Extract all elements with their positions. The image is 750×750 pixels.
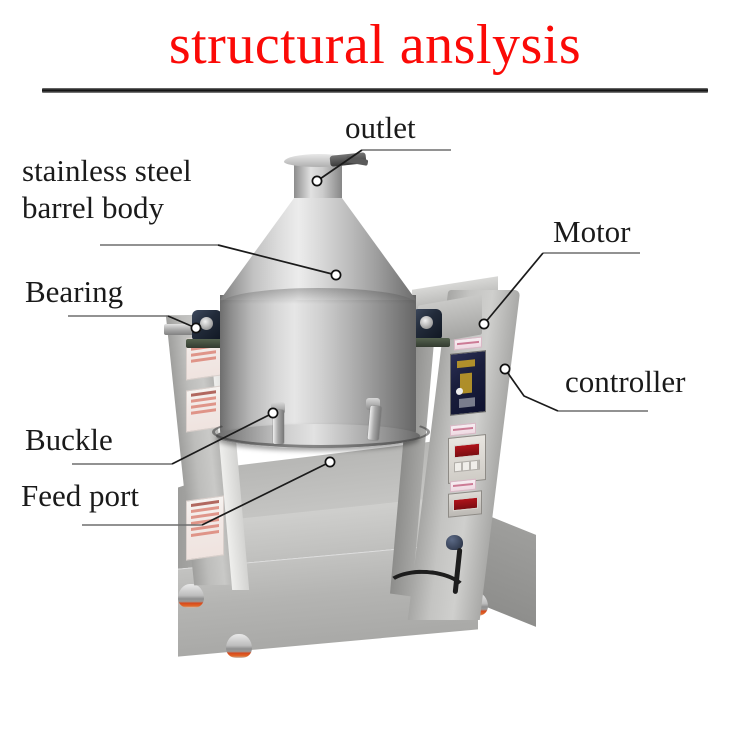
- buckle-latch-left: [273, 410, 284, 444]
- left-trunnion-shaft-outer: [164, 324, 194, 335]
- right-bearing-block: [412, 309, 442, 339]
- callout-label-controller: controller: [565, 364, 686, 399]
- controller-circuit-board: [450, 350, 486, 416]
- power-socket-knob[interactable]: [446, 535, 463, 550]
- leveling-foot-front-left: [226, 634, 252, 658]
- barrel-rim-outline: [212, 416, 430, 448]
- timer-buttons: [454, 459, 480, 473]
- counter-led-display: [453, 496, 478, 512]
- warning-sticker-bottom: [186, 495, 224, 561]
- right-bearing-base: [406, 338, 450, 347]
- left-bearing-base: [186, 339, 230, 348]
- callout-label-motor: Motor: [553, 214, 631, 249]
- warning-sticker-middle: [186, 385, 221, 433]
- callout-label-buckle: Buckle: [25, 422, 113, 457]
- callout-label-bearing: Bearing: [25, 274, 124, 309]
- left-bearing-block: [192, 310, 222, 340]
- board-chip-1: [457, 359, 475, 369]
- barrel-cone-shadow: [220, 288, 416, 304]
- page-title: structural anslysis: [168, 14, 582, 76]
- callout-label-feed-port: Feed port: [21, 478, 139, 513]
- callout-label-stainless-steel-barrel-body: stainless steel barrel body: [22, 153, 192, 225]
- board-indicator-dot: [456, 387, 463, 396]
- title-divider-rule: [42, 88, 708, 93]
- timer-meter-unit: [448, 434, 486, 484]
- board-chip-3: [459, 397, 475, 408]
- callout-label-outlet: outlet: [345, 110, 416, 145]
- leveling-foot-back-left: [178, 584, 204, 608]
- timer-led-display: [454, 442, 480, 459]
- counter-meter-unit: [448, 490, 482, 518]
- machine-illustration: [150, 140, 570, 740]
